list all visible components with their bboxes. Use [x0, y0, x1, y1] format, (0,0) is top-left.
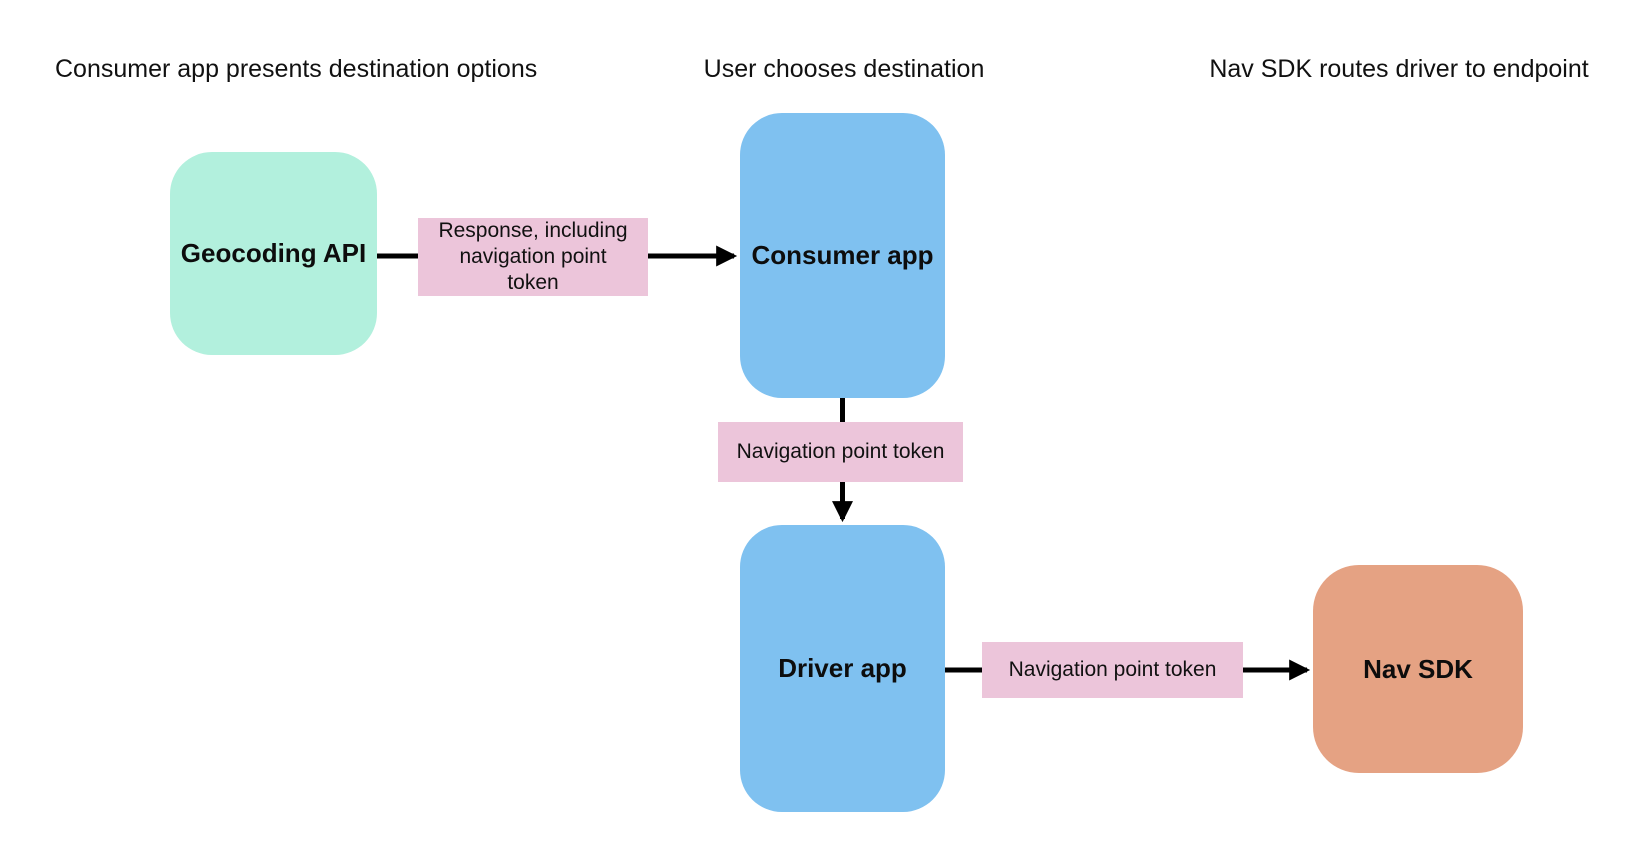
edge-label-navigation-point-token-vertical-text: Navigation point token: [736, 439, 945, 463]
node-nav-sdk-label: Nav SDK: [1363, 653, 1473, 684]
phase-header-consumer-presents: Consumer app presents destination option…: [55, 55, 538, 83]
edge-label-navigation-point-token-horizontal-text: Navigation point token: [1008, 657, 1217, 681]
phase-header-navsdk-routes: Nav SDK routes driver to endpoint: [1209, 55, 1589, 83]
edge-label-navigation-point-token-vertical: Navigation point token: [718, 422, 963, 482]
node-geocoding-api-label: Geocoding API: [180, 238, 367, 268]
node-driver-app: Driver app: [740, 525, 945, 812]
node-geocoding-api: Geocoding API: [170, 152, 377, 355]
edge-label-navigation-point-token-horizontal: Navigation point token: [982, 642, 1243, 698]
phase-header-user-chooses: User chooses destination: [703, 55, 985, 83]
edge-label-response-text: Response, including navigation point tok…: [438, 218, 628, 295]
node-nav-sdk: Nav SDK: [1313, 565, 1523, 773]
node-driver-app-label: Driver app: [778, 653, 907, 683]
node-consumer-app-label: Consumer app: [751, 240, 934, 270]
edge-label-response-including-navigation-point-token: Response, including navigation point tok…: [418, 218, 648, 296]
node-consumer-app: Consumer app: [740, 113, 945, 398]
